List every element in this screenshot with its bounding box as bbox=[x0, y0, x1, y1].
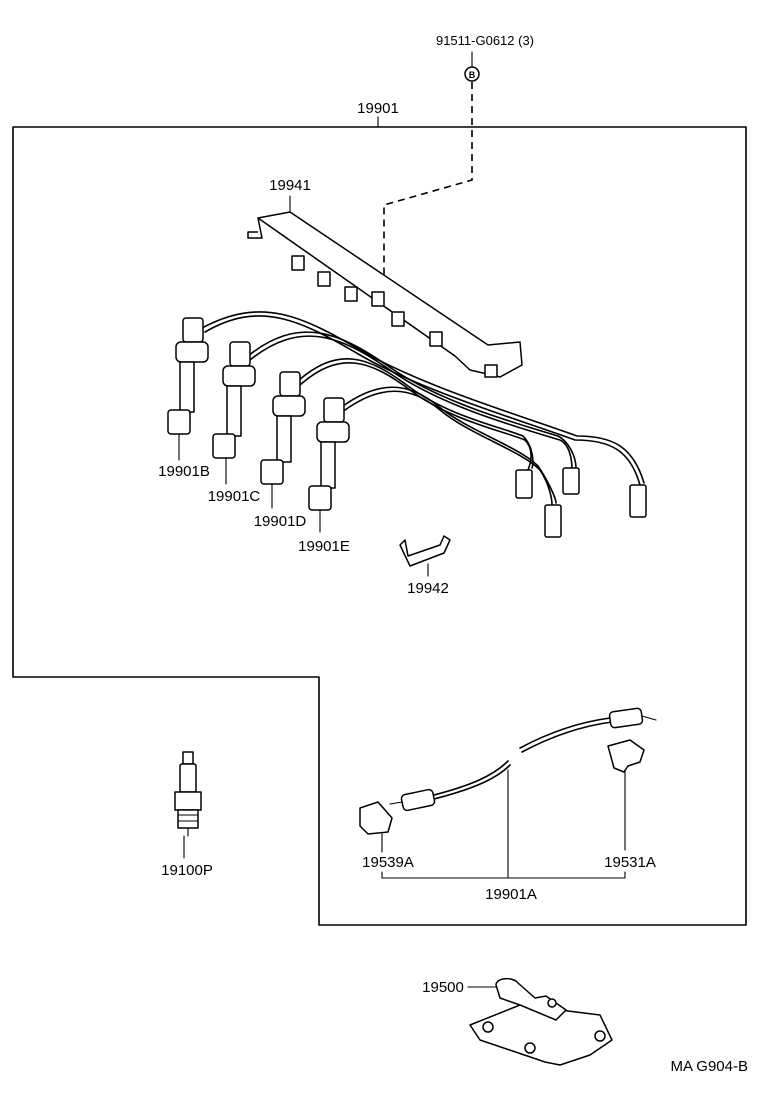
clamp-icon bbox=[399, 535, 451, 567]
label-spark-plug: 19100P bbox=[161, 862, 213, 879]
label-clamp-b: 19531A bbox=[604, 854, 656, 871]
connector-end-icon bbox=[515, 467, 647, 538]
cord-wires bbox=[201, 311, 645, 506]
ignition-coil-icon bbox=[469, 977, 613, 1066]
cord-cover-icon bbox=[247, 211, 523, 378]
label-cord-c: 19901C bbox=[208, 488, 261, 505]
label-bolt: 91511-G0612 (3) bbox=[436, 33, 534, 48]
label-clamp: 19942 bbox=[407, 580, 449, 597]
cord-set-boundary bbox=[12, 126, 747, 926]
bolt-dashed-leader bbox=[383, 82, 473, 295]
plug-cord-d-icon bbox=[260, 371, 306, 485]
label-ignition-coil: 19500 bbox=[422, 979, 464, 996]
label-cord-set: 19901 bbox=[357, 100, 399, 117]
spark-plug-icon bbox=[174, 751, 202, 837]
label-clamp-a: 19539A bbox=[362, 854, 414, 871]
label-cord-a: 19901A bbox=[485, 886, 537, 903]
figure-code: MA G904-B bbox=[670, 1058, 748, 1075]
label-cord-b: 19901B bbox=[158, 463, 210, 480]
plug-cord-e-icon bbox=[308, 397, 350, 511]
label-cover: 19941 bbox=[269, 177, 311, 194]
cord-a-icon bbox=[389, 707, 657, 812]
label-cord-d: 19901D bbox=[254, 513, 307, 530]
group-bracket bbox=[381, 871, 626, 879]
plug-cord-c-icon bbox=[212, 341, 256, 459]
label-cord-e: 19901E bbox=[298, 538, 350, 555]
clamp-b-icon bbox=[607, 739, 645, 773]
clamp-a-icon bbox=[359, 801, 393, 835]
plug-cord-b-icon bbox=[167, 317, 209, 435]
svg-text:B: B bbox=[469, 70, 476, 80]
bolt-marker-icon: B bbox=[464, 66, 480, 82]
